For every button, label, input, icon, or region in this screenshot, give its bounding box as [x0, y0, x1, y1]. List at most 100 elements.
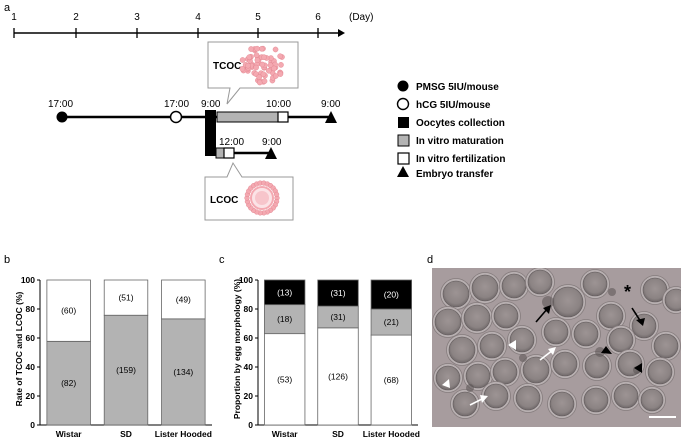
- bar-data-label: (20): [384, 290, 399, 300]
- bar-data-label: (126): [328, 371, 348, 381]
- panel-b: b Rate of TCOC and LCOC (%) 020406080100…: [4, 254, 212, 439]
- panel-a-label: a: [4, 2, 11, 14]
- oocyte-cell: [522, 356, 550, 384]
- tcoc-label: TCOC: [213, 61, 241, 72]
- oocyte-cell: [543, 319, 569, 345]
- legend-label-maturation: In vitro maturation: [416, 136, 504, 147]
- lcoc-label: LCOC: [210, 195, 238, 206]
- legend-label-collection: Oocytes collection: [416, 118, 505, 129]
- day-axis-arrowhead: [338, 29, 345, 37]
- legend: PMSG 5IU/mouse hCG 5IU/mouse Oocytes col…: [396, 80, 505, 180]
- day-tick-label: 3: [134, 12, 140, 23]
- cumulus-cell: [273, 191, 280, 198]
- oocyte-cell: [434, 308, 462, 336]
- x-tick-label: Wistar: [272, 429, 299, 439]
- oocyte-cell: [583, 387, 609, 413]
- cumulus-cell: [248, 46, 254, 52]
- oocyte-cell: [584, 353, 610, 379]
- legend-label-ivf: In vitro fertilization: [416, 154, 505, 165]
- bar-data-label: (21): [384, 317, 399, 327]
- oocyte-cell: [501, 273, 527, 299]
- cumulus-cell: [245, 62, 251, 69]
- legend-open-circle-icon: [396, 97, 410, 111]
- bar-data-label: (13): [277, 287, 292, 297]
- time-pmsg: 17:00: [48, 99, 73, 110]
- oocyte-cell: [631, 313, 657, 339]
- cumulus-cell: [272, 46, 279, 53]
- lcoc-oocyte-icon: [244, 180, 280, 216]
- oocyte-cell: [552, 351, 578, 377]
- oocyte-cell: [479, 333, 505, 359]
- oocyte-cell: [664, 288, 681, 312]
- y-tick-label: 40: [26, 362, 36, 372]
- y-tick-label: 80: [244, 304, 254, 314]
- cumulus-cell: [267, 62, 274, 68]
- pmsg-marker-icon: [56, 111, 68, 123]
- bar-data-label: (134): [173, 367, 193, 377]
- lcoc-ivf-marker-icon: [223, 147, 235, 159]
- time-collection: 9:00: [201, 99, 221, 110]
- legend-filled-circle-icon: [397, 80, 409, 92]
- y-tick-label: 100: [239, 275, 253, 285]
- day-tick-label: 4: [195, 12, 201, 23]
- cumulus-cell: [261, 78, 268, 84]
- lcoc-maturation-bar: [215, 147, 225, 159]
- chart-b: 020406080100(82)(60)Wistar(159)(51)SD(13…: [21, 275, 212, 439]
- time-hcg: 17:00: [164, 99, 189, 110]
- bar-data-label: (31): [330, 288, 345, 298]
- oocyte-cell: [598, 303, 624, 329]
- cumulus-cell: [272, 73, 279, 79]
- cumulus-cell: [259, 61, 266, 68]
- legend-gray-square-icon: [397, 134, 410, 147]
- cumulus-cell: [253, 64, 259, 71]
- bar-segment: [46, 340, 91, 426]
- panel-d: d *: [427, 254, 681, 427]
- x-tick-label: Lister Hooded: [363, 429, 420, 439]
- oocyte-cell: [465, 363, 491, 389]
- oocyte-cell: [463, 304, 491, 332]
- bar-segment: [370, 279, 413, 310]
- black-arrowhead-icon: [543, 305, 551, 314]
- oocyte-cell: [442, 280, 470, 308]
- cumulus-cell: [246, 54, 253, 61]
- panel-d-label: d: [427, 254, 433, 266]
- bar-data-label: (49): [176, 294, 191, 304]
- oocyte-cell: [653, 333, 679, 359]
- oocyte-cell: [549, 391, 575, 417]
- oocyte-body: [255, 191, 269, 205]
- cell-debris: [519, 354, 527, 362]
- cumulus-cell: [278, 62, 284, 68]
- legend-label-et: Embryo transfer: [416, 169, 493, 180]
- hcg-marker-icon: [169, 110, 183, 124]
- bar-segment: [46, 279, 91, 342]
- oocyte-cell: [613, 383, 639, 409]
- time-et-lcoc: 9:00: [262, 137, 282, 148]
- bar-segment: [317, 327, 359, 426]
- x-tick-label: SD: [120, 429, 132, 439]
- bar-segment: [263, 279, 306, 306]
- tcoc-embryo-transfer-icon: [325, 111, 337, 123]
- legend-label-hcg: hCG 5IU/mouse: [416, 100, 491, 111]
- y-tick-label: 20: [26, 391, 36, 401]
- oocyte-cell: [493, 303, 519, 329]
- bar-segment: [317, 279, 359, 307]
- bar-segment: [161, 279, 206, 320]
- oocyte-cell: [573, 321, 599, 347]
- time-et-tcoc: 9:00: [321, 99, 341, 110]
- y-tick-label: 100: [21, 275, 35, 285]
- cumulus-cell: [277, 71, 284, 77]
- legend-open-square-icon: [397, 152, 410, 165]
- y-tick-label: 80: [26, 304, 36, 314]
- micrograph-oocytes: [432, 268, 681, 419]
- black-arrowhead-icon: [601, 346, 612, 354]
- legend-filled-triangle-icon: [397, 166, 409, 177]
- oocyte-cell: [640, 388, 664, 412]
- bar-data-label: (68): [384, 375, 399, 385]
- bar-segment: [103, 279, 149, 316]
- oocyte-cell: [608, 327, 634, 353]
- cell-debris: [466, 384, 474, 392]
- cumulus-cell: [253, 52, 260, 58]
- chart-c: 020406080100(53)(18)(13)Wistar(126)(31)(…: [239, 275, 420, 439]
- day-tick-label: 6: [315, 12, 321, 23]
